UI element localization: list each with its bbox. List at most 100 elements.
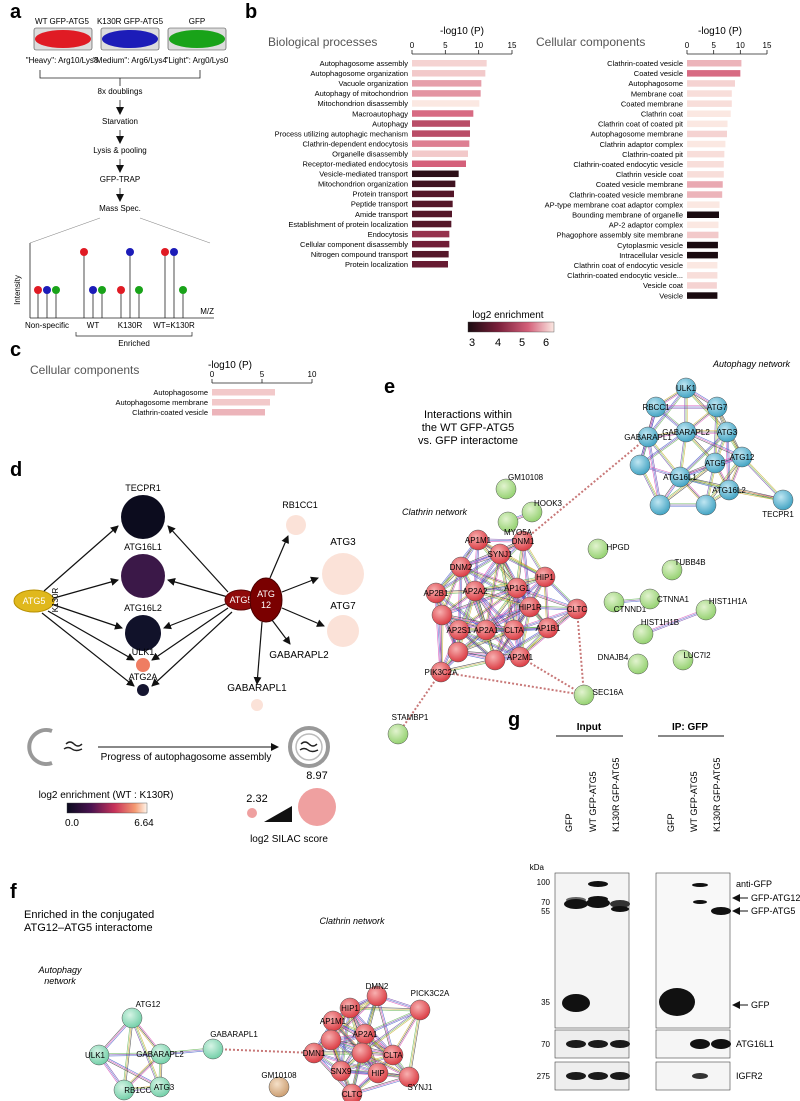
node-circle (566, 598, 588, 620)
network-node: HIP1 (339, 997, 361, 1019)
node-circle (113, 1079, 135, 1101)
group-k130r: K130R (118, 321, 143, 330)
bar (687, 241, 718, 249)
node-label: AP2M1 (507, 653, 534, 662)
network-node: ATG12 (730, 446, 755, 468)
node-label: GABARAPL1 (210, 1030, 258, 1039)
node-label: GABARAPL2 (662, 428, 710, 437)
node-label: AP2A1 (353, 1030, 378, 1039)
network-node (649, 494, 671, 516)
edge (521, 541, 530, 608)
node-label: PICK3C2A (411, 989, 450, 998)
edge (377, 995, 395, 1055)
edge (331, 996, 379, 1042)
network-node: DMN2 (366, 982, 389, 1007)
edge (131, 1017, 161, 1088)
network-node: AP2B1 (424, 582, 449, 604)
category-label: Cellular component disassembly (300, 240, 408, 249)
network-node: AP1B1 (536, 617, 561, 639)
node-label: ATG7 (330, 601, 356, 612)
node-circle (484, 649, 506, 671)
node-label: DMN2 (366, 982, 389, 991)
edge (485, 553, 501, 631)
bar (687, 282, 717, 289)
network-node: PIK3C2A (425, 661, 458, 683)
bar (412, 60, 487, 67)
node-circle (320, 1029, 342, 1051)
category-label: Protein localization (345, 260, 408, 269)
category-label: Process utilizing autophagic mechanism (275, 129, 408, 138)
network-node: MYO5A (497, 511, 533, 537)
node-label: DNM2 (450, 563, 473, 572)
edge (124, 1018, 134, 1091)
panel-letter-e: e (384, 376, 395, 398)
network-node: SEC16A (573, 684, 624, 706)
node-label: AP2A1 (474, 626, 499, 635)
dish-k130r: K130R GFP-ATG5 "Medium": Arg6/Lys4 (93, 17, 167, 65)
node-label: AP1G1 (504, 584, 530, 593)
legend-tick: 4 (495, 337, 501, 349)
edge (441, 615, 495, 662)
node-label: SYNJ1 (488, 550, 513, 559)
bar (687, 150, 725, 158)
category-label: Autophagosome organization (310, 69, 408, 78)
f-title-line1: Enriched in the conjugated (24, 909, 154, 921)
edge (660, 463, 716, 507)
edge (459, 588, 518, 632)
lane-label: K130R GFP-ATG5 (712, 758, 722, 832)
node-label: SNX9 (331, 1067, 352, 1076)
network-node: HIST1H1B (632, 618, 679, 645)
bar (412, 240, 450, 248)
bar (687, 60, 742, 67)
bar (687, 292, 718, 299)
network-node: CTNNA1 (639, 588, 690, 610)
lane-label: K130R GFP-ATG5 (611, 758, 621, 832)
network-node: CLTC (566, 598, 588, 620)
annotation-gfp-atg5: GFP-ATG5 (751, 906, 795, 916)
category-label: Clathrin-coated endocytic vesicle (573, 160, 683, 169)
node-circle (649, 494, 671, 516)
atg5-label-right: ATG5 (230, 595, 253, 605)
node-label: GABARAPL2 (269, 650, 329, 661)
category-label: Vesicle (659, 291, 683, 300)
network-node: GABARAPL1 (202, 1030, 258, 1060)
dish-label: GFP (189, 17, 205, 26)
node-circle (268, 1076, 290, 1098)
network-node: AP1M1 (465, 529, 492, 551)
edge (643, 610, 707, 636)
network-node: TECPR1 (762, 489, 794, 519)
edge (436, 554, 501, 595)
node-circle (495, 478, 517, 500)
band (588, 1072, 608, 1080)
x-tick-label: 0 (410, 41, 415, 50)
edge (98, 1053, 162, 1056)
network-node (431, 604, 453, 626)
node-atg2a (137, 684, 149, 696)
node-label: TUBB4B (674, 558, 705, 567)
enriched-label: Enriched (118, 339, 150, 348)
node-circle (706, 396, 728, 418)
network-node: HIP1 (534, 566, 556, 588)
bar (412, 80, 482, 87)
network-node: AP2S1 (447, 619, 472, 641)
edge (123, 1017, 133, 1091)
legend-tick: 5 (519, 337, 525, 349)
node-circle (639, 588, 661, 610)
node-label: GM10108 (261, 1071, 297, 1080)
edge (349, 1008, 420, 1012)
edge (475, 541, 525, 593)
lane-label: GFP (564, 813, 574, 832)
autophagy-network-label-1: Autophagy network (712, 359, 791, 369)
category-label: Protein transport (353, 190, 409, 199)
legend-gradient (467, 321, 555, 333)
node-label: RB1CC1 (124, 1086, 156, 1095)
dish-sub: "Medium": Arg6/Lys4 (93, 56, 167, 65)
edge (461, 565, 531, 607)
edge (409, 1010, 422, 1078)
node-label: DMN1 (303, 1049, 326, 1058)
bar (412, 90, 481, 97)
